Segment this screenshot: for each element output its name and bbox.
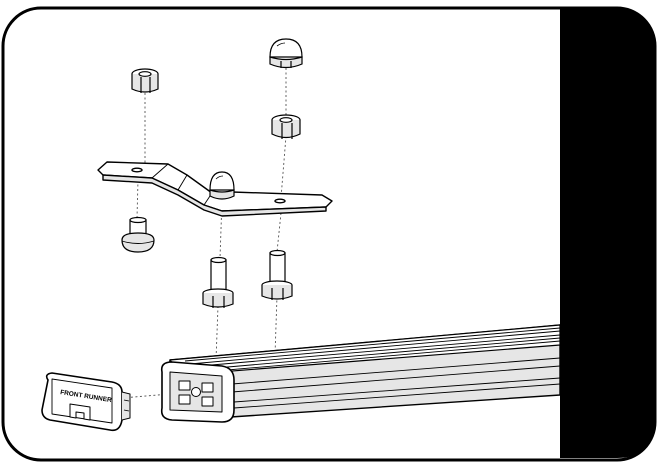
hex-bolt-center [202, 256, 234, 308]
nylon-lock-nut-right [271, 114, 301, 139]
dome-cap-nut [269, 38, 303, 69]
aluminium-rail-extrusion [160, 324, 561, 423]
button-head-bolt [121, 216, 155, 253]
rail-end-cap: FRONT RUNNER [41, 372, 131, 432]
side-tab [560, 9, 654, 458]
nylon-lock-nut [131, 68, 159, 93]
hex-bolt-right [261, 249, 293, 300]
mounting-bracket [97, 161, 333, 217]
dome-nut-on-bracket [209, 171, 235, 200]
